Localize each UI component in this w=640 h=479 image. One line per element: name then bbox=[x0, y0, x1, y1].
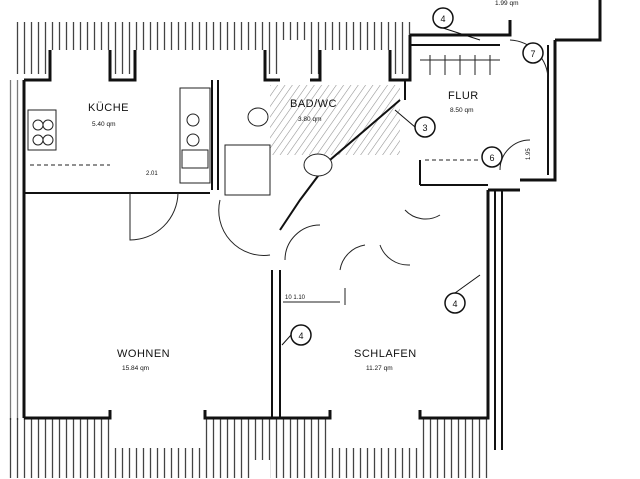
room-name-wohnen: WOHNEN bbox=[117, 348, 170, 360]
room-name-schlafen: SCHLAFEN bbox=[354, 348, 417, 360]
marker-3: 3 bbox=[414, 116, 436, 138]
bath-hatching bbox=[270, 85, 400, 155]
marker-6: 6 bbox=[481, 146, 503, 168]
room-area-top: 1.99 qm bbox=[495, 0, 519, 7]
dimension-kueche: 2.01 bbox=[146, 171, 158, 177]
room-area-bad: 3.80 qm bbox=[298, 116, 322, 123]
kitchen-door bbox=[129, 192, 179, 241]
room-name-flur: FLUR bbox=[448, 90, 479, 102]
room-area-wohnen: 15.84 qm bbox=[122, 365, 149, 372]
room-area-kueche: 5.40 qm bbox=[92, 121, 116, 128]
dimension-right: 1.95 bbox=[526, 148, 532, 160]
bath-fixtures bbox=[224, 107, 333, 196]
svg-text:4: 4 bbox=[298, 331, 303, 341]
kitchen-fixtures bbox=[27, 87, 211, 184]
left-wall-hatching bbox=[6, 80, 24, 420]
interior-walls bbox=[24, 44, 549, 450]
flur-wardrobe bbox=[420, 55, 500, 161]
roof-top-hatching bbox=[12, 22, 412, 80]
walls bbox=[22, 0, 602, 420]
dimension-wall-label: 10 1.10 bbox=[285, 295, 306, 301]
room-name-kueche: KÜCHE bbox=[88, 102, 129, 114]
room-area-schlafen: 11.27 qm bbox=[366, 365, 393, 372]
marker-leaders bbox=[281, 27, 481, 346]
marker-4-right: 4 bbox=[444, 292, 466, 314]
svg-text:4: 4 bbox=[440, 14, 445, 24]
marker-4-top: 4 bbox=[432, 7, 454, 29]
room-name-bad: BAD/WC bbox=[290, 98, 337, 110]
marker-7: 7 bbox=[522, 42, 544, 64]
marker-4-center: 4 bbox=[290, 324, 312, 346]
svg-text:3: 3 bbox=[422, 123, 427, 133]
svg-text:4: 4 bbox=[452, 299, 457, 309]
dimension-wall bbox=[283, 288, 346, 305]
svg-text:6: 6 bbox=[489, 153, 494, 163]
svg-text:7: 7 bbox=[530, 49, 535, 59]
room-area-flur: 8.50 qm bbox=[450, 107, 474, 114]
roof-bottom-hatching bbox=[8, 410, 488, 478]
